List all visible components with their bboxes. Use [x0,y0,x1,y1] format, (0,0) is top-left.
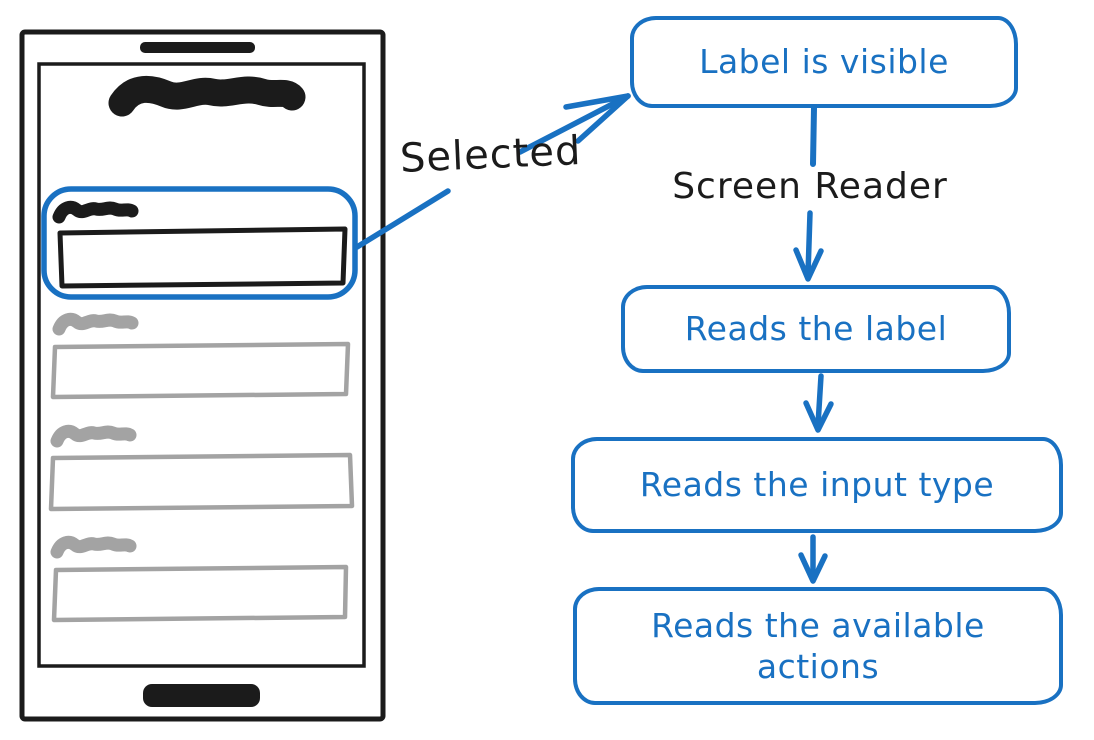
flow-box-text: Reads the label [684,309,948,349]
flow-box-text: Reads the input type [639,465,995,505]
flow-arrow-2 [798,534,828,584]
flow-box-reads-input-type: Reads the input type [571,437,1063,533]
form-field-inactive [50,319,351,400]
selected-annotation: Selected [399,128,583,182]
field-label-scribble [57,542,130,552]
flow-box-reads-label: Reads the label [621,285,1011,373]
field-label-scribble [59,207,132,217]
flow-box-label-visible: Label is visible [630,16,1018,108]
phone-mockup [19,29,386,722]
flow-arrow-1 [803,373,834,433]
text-input-box [50,341,351,400]
field-label-scribble [59,319,132,329]
text-input-box [48,452,355,512]
phone-screen [37,62,366,668]
phone-frame [19,29,386,722]
screen-reader-edge-label: Screen Reader [672,166,948,207]
flow-box-reads-actions: Reads the available actions [573,587,1063,705]
text-input-box [57,226,348,289]
form-field-inactive [51,542,349,623]
text-input-box [51,564,349,623]
flow-box-text: Reads the available actions [651,605,985,686]
screen-reader-arrow [793,105,824,282]
page-title-scribble [108,75,306,117]
home-button [143,684,260,707]
form-field-selected [41,186,358,300]
field-label-scribble [57,431,130,441]
selection-highlight [41,186,358,300]
phone-speaker-grille [140,42,255,53]
selected-connector-arrow [354,93,631,250]
form-field-inactive [48,431,355,512]
flow-box-text: Label is visible [699,42,949,82]
